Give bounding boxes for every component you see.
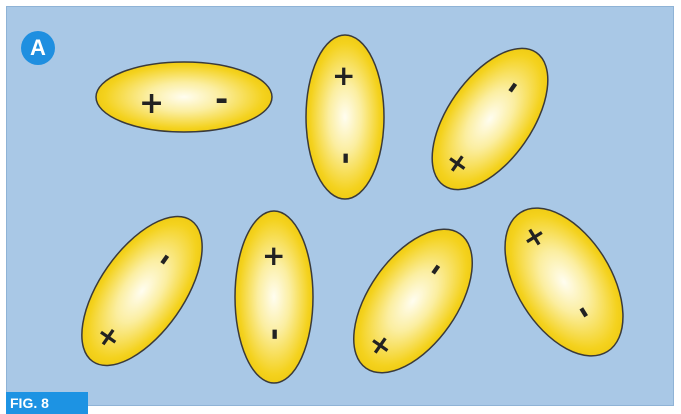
- figure-caption-tab: FIG. 8: [6, 392, 88, 414]
- dipole-molecule-4: + -: [58, 196, 225, 385]
- negative-sign: -: [329, 152, 364, 164]
- diagram-panel: + - + - + - + -: [6, 6, 674, 406]
- positive-sign: +: [262, 239, 285, 272]
- dipole-molecule-2: + -: [306, 35, 384, 199]
- molecule-diagram: + - + - + - + -: [7, 7, 674, 406]
- dipole-molecule-7: + -: [481, 188, 648, 377]
- dipole-molecule-3: + -: [409, 29, 571, 210]
- negative-sign: -: [258, 328, 293, 340]
- positive-sign: +: [332, 59, 355, 92]
- negative-sign: -: [215, 80, 228, 118]
- dipole-molecule-5: + -: [235, 211, 313, 383]
- dipole-molecule-1: + -: [96, 62, 272, 132]
- dipole-molecule-6: + -: [330, 209, 496, 394]
- panel-label-badge: A: [21, 31, 55, 65]
- positive-sign: +: [139, 86, 164, 121]
